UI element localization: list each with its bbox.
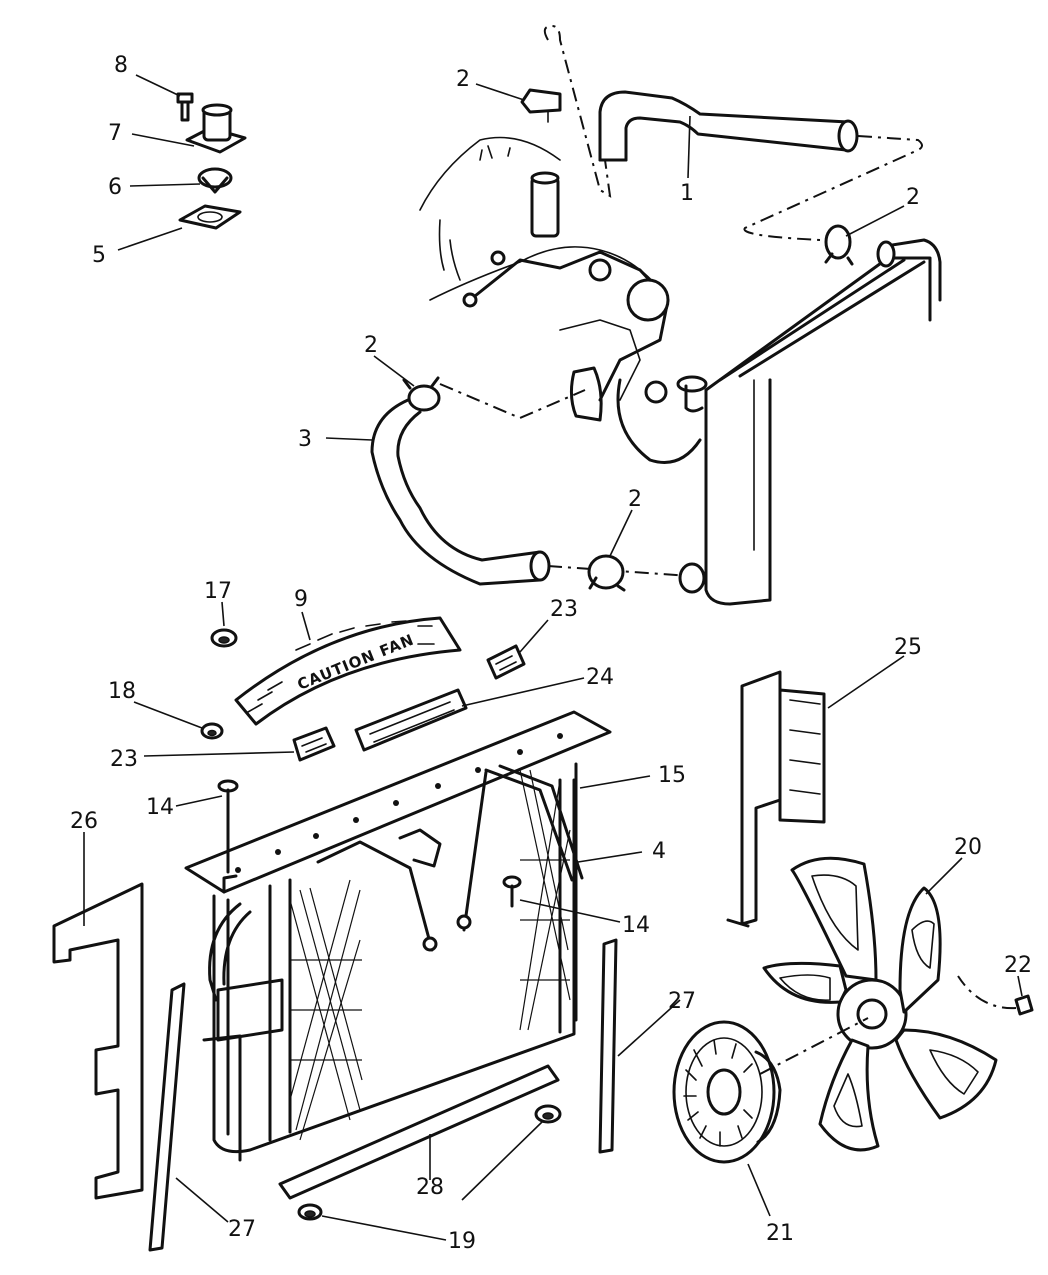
callout-21: 21 [766, 1221, 794, 1246]
callout-4: 4 [652, 839, 666, 864]
seal-23-upper [486, 644, 526, 680]
callout-28: 28 [416, 1175, 444, 1200]
thermostat-housing-7 [185, 103, 247, 154]
radiator-core-mesh-right [519, 769, 571, 1031]
air-seal-25 [726, 670, 826, 928]
callout-27-left: 27 [228, 1217, 256, 1242]
callout-23-lower: 23 [110, 747, 138, 772]
callout-9: 9 [294, 587, 308, 612]
support-rod-4 [484, 768, 574, 882]
side-seal-27-right [598, 938, 618, 1154]
bolt-14-left [217, 779, 239, 874]
side-panel-26 [52, 882, 144, 1200]
hose-clamp-2-bottom [587, 554, 626, 592]
fan-blade-20 [762, 856, 998, 1152]
push-nut-19-lower [297, 1203, 323, 1221]
bolt-8 [176, 92, 194, 122]
push-nut-19-upper [534, 1104, 562, 1124]
callout-14-left: 14 [146, 795, 174, 820]
callout-5: 5 [92, 243, 106, 268]
bolt-14-right [502, 875, 522, 908]
seal-24 [354, 688, 468, 752]
callout-26: 26 [70, 809, 98, 834]
thermostat-assembly [176, 92, 247, 230]
radiator-assembly-lower [184, 710, 612, 1162]
hose-clamp-2-right [824, 224, 854, 266]
callout-17: 17 [204, 579, 232, 604]
alignment-line-lower-1 [439, 383, 586, 420]
push-nut-18 [200, 722, 224, 740]
fan-clutch-21 [672, 1017, 869, 1164]
engine-block [419, 136, 702, 464]
callout-labels: 8 7 6 5 2 1 2 2 3 2 17 9 23 24 18 23 14 … [70, 53, 1032, 1254]
side-seal-27-left [148, 982, 186, 1252]
thermostat-6 [197, 167, 233, 194]
alignment-line-upper-2 [743, 135, 923, 241]
callout-25: 25 [894, 635, 922, 660]
callout-2-bottom: 2 [628, 487, 642, 512]
gasket-5 [178, 204, 242, 230]
upper-radiator-hose-1 [598, 90, 859, 162]
callout-19: 19 [448, 1229, 476, 1254]
callout-24: 24 [586, 665, 614, 690]
callout-20: 20 [954, 835, 982, 860]
callout-18: 18 [108, 679, 136, 704]
callout-15: 15 [658, 763, 686, 788]
callout-2-right: 2 [906, 185, 920, 210]
callout-6: 6 [108, 175, 122, 200]
seal-23-lower [292, 726, 336, 762]
radiator-core-mesh-left [289, 879, 363, 1141]
callout-2-top: 2 [456, 67, 470, 92]
callout-2-mid: 2 [364, 333, 378, 358]
leader-lines [83, 74, 1023, 1241]
bolt-22 [957, 975, 1034, 1016]
push-nut-17 [210, 628, 238, 648]
hose-clamp-2-mid [402, 376, 441, 412]
callout-14-right: 14 [622, 913, 650, 938]
callout-22: 22 [1004, 953, 1032, 978]
callout-1: 1 [680, 181, 694, 206]
callout-8: 8 [114, 53, 128, 78]
callout-3: 3 [298, 427, 312, 452]
callout-7: 7 [108, 121, 122, 146]
hose-clamp-2-top [520, 88, 562, 123]
callout-27-right: 27 [668, 989, 696, 1014]
callout-23-upper: 23 [550, 597, 578, 622]
lower-radiator-hose-3 [370, 398, 551, 586]
radiator-upper-view [676, 238, 942, 606]
lower-seal-28 [278, 1064, 560, 1200]
alignment-line-upper [543, 24, 612, 198]
